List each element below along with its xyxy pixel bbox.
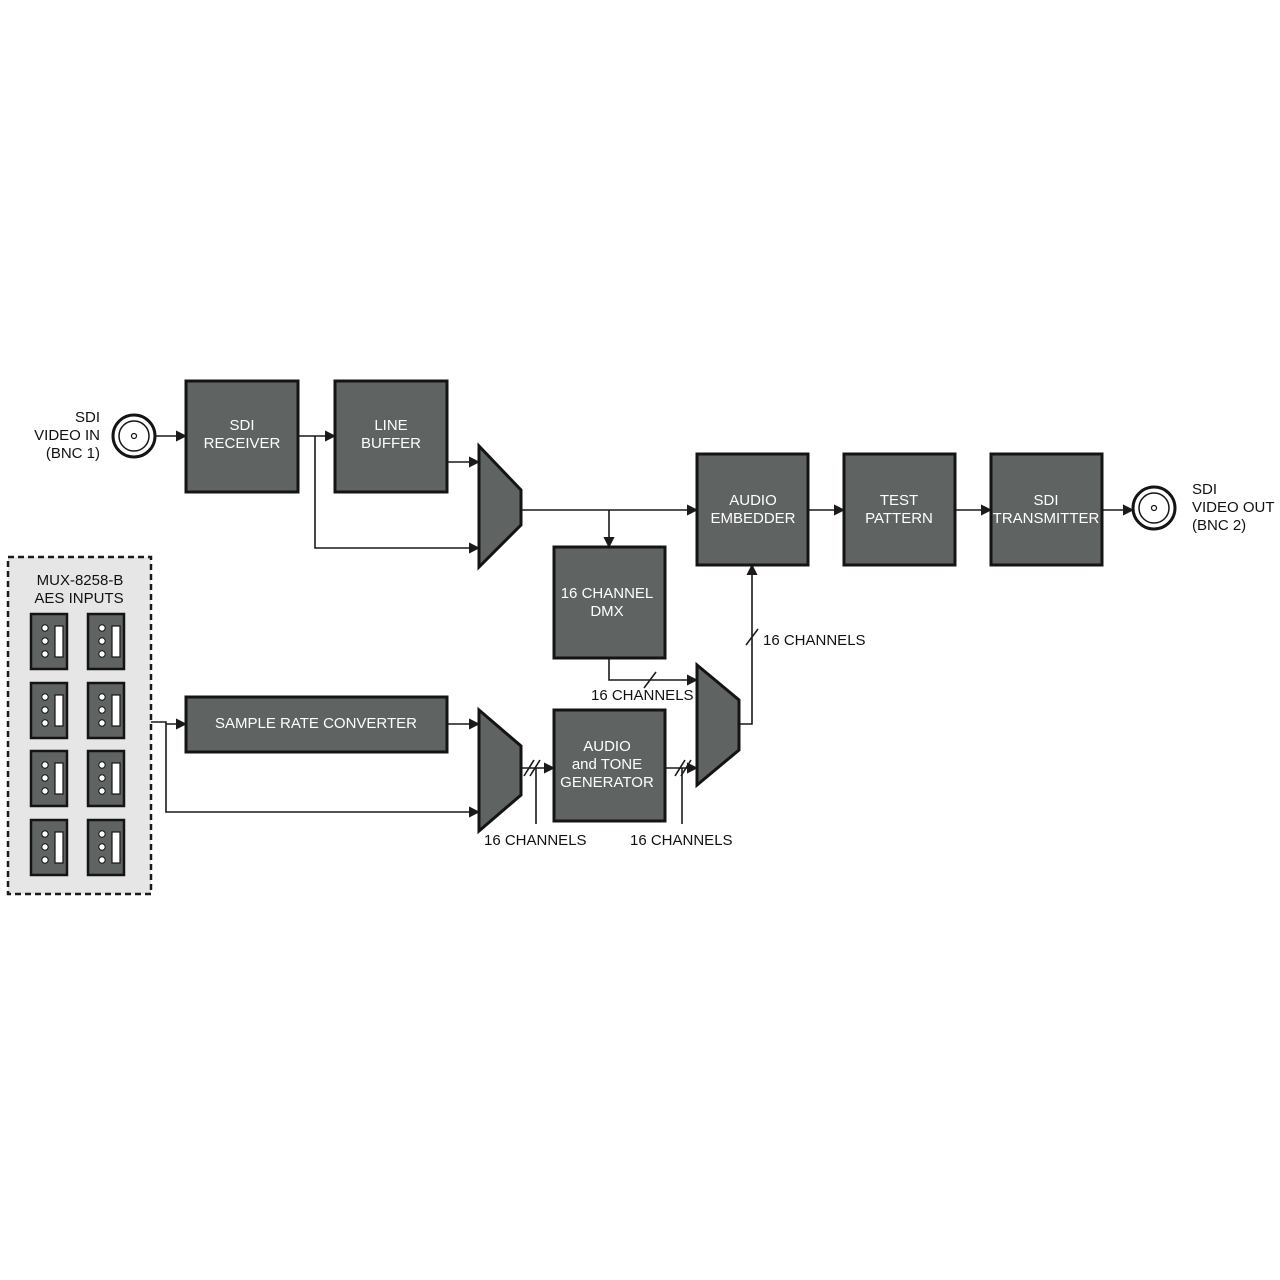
sdi-transmitter-label-line1: SDI (1033, 492, 1058, 509)
aes-panel-title-line2: AES INPUTS (34, 590, 123, 607)
video-in-label-line1: SDI (75, 409, 100, 426)
sdi-receiver-block: SDI RECEIVER (184, 379, 300, 494)
wire-mux3-to-embedder (739, 563, 758, 725)
line-buffer-label-line1: LINE (374, 417, 407, 434)
test-pattern-label-line2: PATTERN (865, 510, 933, 527)
wire-receiver-to-mux1 (314, 436, 481, 554)
channels-label-input-mux: 16 CHANNELS (484, 832, 587, 849)
video-mux (477, 442, 523, 571)
bnc-input-connector-icon (111, 413, 157, 459)
video-in-label-line3: (BNC 1) (46, 445, 100, 462)
dmx-label-line2: DMX (590, 603, 623, 620)
line-buffer-block: LINE BUFFER (333, 379, 449, 494)
test-pattern-block: TEST PATTERN (842, 452, 957, 567)
tone-generator-block: AUDIO and TONE GENERATOR (552, 708, 667, 823)
sample-rate-converter-block: SAMPLE RATE CONVERTER (184, 695, 449, 754)
aes-connector-icon (29, 749, 69, 808)
tone-generator-label-line3: GENERATOR (560, 774, 654, 791)
video-in-label: SDI VIDEO IN (BNC 1) (34, 409, 100, 462)
aes-connector-icon (29, 612, 69, 671)
aes-connector-icon (29, 681, 69, 740)
aes-connectors (29, 612, 126, 877)
audio-embedder-label-line2: EMBEDDER (710, 510, 795, 527)
video-out-label-line1: SDI (1192, 481, 1217, 498)
channels-label-generator: 16 CHANNELS (630, 832, 733, 849)
tone-generator-label-line1: AUDIO (583, 738, 631, 755)
sdi-receiver-label-line2: RECEIVER (204, 435, 281, 452)
aes-connector-icon (86, 681, 126, 740)
audio-output-mux (695, 661, 741, 789)
wire-dmx-to-mux3 (608, 658, 699, 686)
bus-slash-marks (523, 628, 759, 777)
sdi-transmitter-block: SDI TRANSMITTER (989, 452, 1104, 567)
audio-embedder-block: AUDIO EMBEDDER (695, 452, 810, 567)
channels-label-embedder: 16 CHANNELS (763, 632, 866, 649)
audio-embedder-label-line1: AUDIO (729, 492, 777, 509)
dmx-block: 16 CHANNEL DMX (552, 545, 667, 660)
wire-aes-to-mux2 (151, 721, 481, 818)
sdi-receiver-label-line1: SDI (229, 417, 254, 434)
bnc-output-connector-icon (1131, 485, 1177, 531)
sample-rate-converter-label: SAMPLE RATE CONVERTER (215, 715, 417, 732)
signal-wires (151, 430, 1135, 824)
dmx-label-line1: 16 CHANNEL (561, 585, 654, 602)
aes-connector-icon (86, 749, 126, 808)
sdi-transmitter-label-line2: TRANSMITTER (993, 510, 1100, 527)
video-out-label-line3: (BNC 2) (1192, 517, 1246, 534)
video-out-label-line2: VIDEO OUT (1192, 499, 1275, 516)
video-in-label-line2: VIDEO IN (34, 427, 100, 444)
aes-panel-title-line1: MUX-8258-B (37, 572, 124, 589)
test-pattern-label-line1: TEST (880, 492, 918, 509)
aes-connector-icon (86, 612, 126, 671)
aes-connector-icon (86, 818, 126, 877)
aes-connector-icon (29, 818, 69, 877)
line-buffer-label-line2: BUFFER (361, 435, 421, 452)
channels-label-dmx: 16 CHANNELS (591, 687, 694, 704)
aes-input-panel: MUX-8258-B AES INPUTS (6, 555, 153, 896)
video-out-label: SDI VIDEO OUT (BNC 2) (1192, 481, 1275, 534)
audio-input-mux (477, 706, 523, 835)
tone-generator-label-line2: and TONE (572, 756, 642, 773)
